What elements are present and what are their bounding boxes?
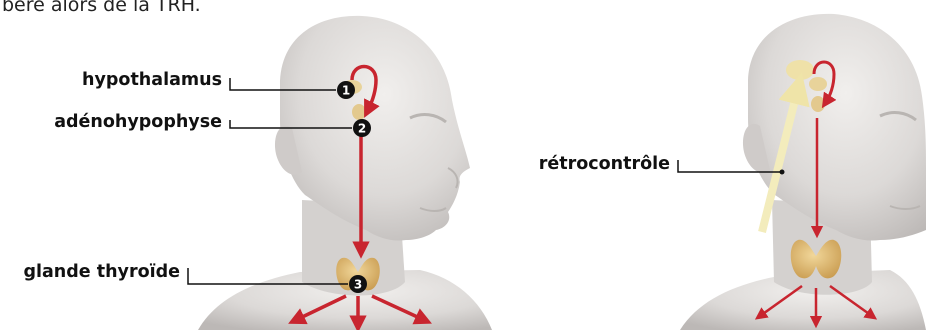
label-glande-thyroide: glande thyroïde bbox=[23, 262, 180, 282]
marker-3: 3 bbox=[349, 275, 367, 293]
label-retrocontrole: rétrocontrôle bbox=[539, 154, 670, 174]
marker-1: 1 bbox=[337, 81, 355, 99]
label-adenohypophyse: adénohypophyse bbox=[54, 112, 222, 132]
hypothalamus-glow-right bbox=[809, 77, 827, 91]
marker-2-number: 2 bbox=[358, 122, 366, 136]
pituitary-shape-right bbox=[811, 96, 825, 112]
pituitary-shape bbox=[352, 104, 366, 120]
marker-3-number: 3 bbox=[354, 278, 362, 292]
marker-2: 2 bbox=[353, 119, 371, 137]
hypothalamus-shape-right bbox=[786, 60, 814, 80]
marker-1-number: 1 bbox=[342, 84, 350, 98]
label-hypothalamus: hypothalamus bbox=[82, 70, 222, 90]
